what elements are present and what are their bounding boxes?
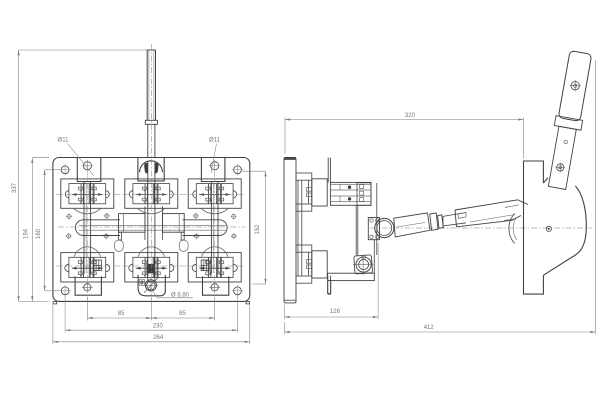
svg-text:320: 320 (405, 113, 416, 119)
svg-text:Ø11: Ø11 (58, 138, 70, 144)
svg-text:160: 160 (36, 228, 42, 239)
svg-text:0: 0 (140, 281, 143, 287)
svg-text:337: 337 (12, 182, 18, 193)
svg-text:126: 126 (330, 309, 341, 315)
svg-text:230: 230 (153, 323, 164, 329)
svg-text:85: 85 (118, 311, 125, 317)
svg-text:Ø 8,80: Ø 8,80 (171, 292, 190, 298)
svg-text:194: 194 (24, 228, 30, 239)
svg-text:Ø11: Ø11 (209, 138, 221, 144)
svg-text:152: 152 (255, 224, 261, 235)
svg-text:85: 85 (179, 311, 186, 317)
svg-text:412: 412 (424, 325, 435, 331)
svg-text:264: 264 (153, 335, 164, 341)
